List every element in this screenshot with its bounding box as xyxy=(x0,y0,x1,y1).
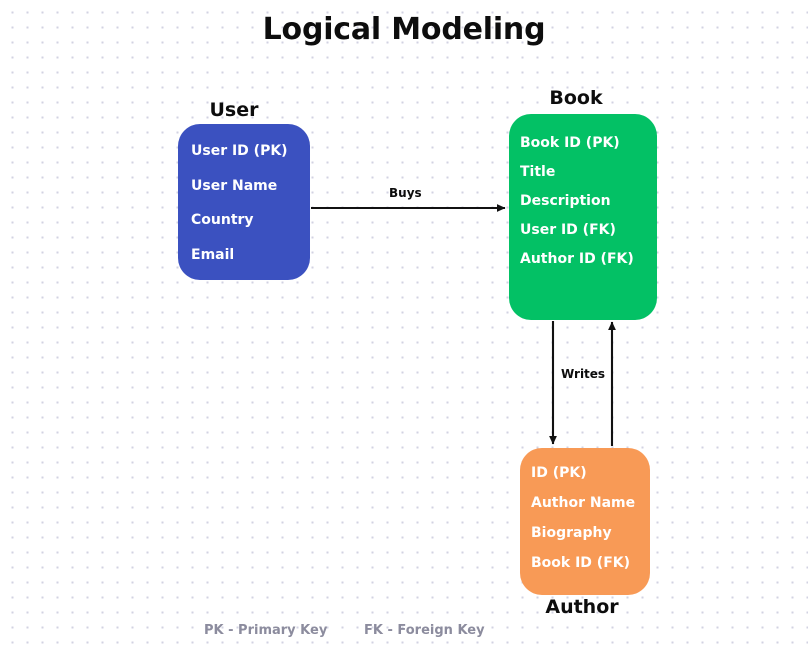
page-title: Logical Modeling xyxy=(262,12,546,47)
field-user-2: Country xyxy=(191,212,254,229)
entity-label-book: Book xyxy=(549,87,603,109)
entity-label-author: Author xyxy=(545,596,619,618)
field-user-3: Email xyxy=(191,246,235,263)
relationship-label-buys: Buys xyxy=(389,186,422,200)
entity-field-list-author: ID (PK) Author Name Biography Book ID (F… xyxy=(520,448,650,595)
entity-field-list-book: Book ID (PK) Title Description User ID (… xyxy=(509,114,657,320)
field-book-3: User ID (FK) xyxy=(520,222,616,238)
field-book-4: Author ID (FK) xyxy=(520,251,634,267)
entity-box-author[interactable]: ID (PK) Author Name Biography Book ID (F… xyxy=(520,448,650,595)
field-author-0: ID (PK) xyxy=(531,465,587,481)
entity-box-user[interactable]: User ID (PK) User Name Country Email xyxy=(178,124,310,280)
field-book-1: Title xyxy=(520,164,556,180)
field-author-2: Biography xyxy=(531,525,612,541)
field-user-0: User ID (PK) xyxy=(191,143,288,159)
entity-box-book[interactable]: Book ID (PK) Title Description User ID (… xyxy=(509,114,657,320)
field-author-3: Book ID (FK) xyxy=(531,555,631,571)
field-book-2: Description xyxy=(520,193,611,209)
legend-foreign-key: FK - Foreign Key xyxy=(364,623,485,638)
legend-primary-key: PK - Primary Key xyxy=(204,623,328,638)
field-user-1: User Name xyxy=(191,177,278,194)
field-book-0: Book ID (PK) xyxy=(520,135,620,151)
entity-label-user: User xyxy=(209,99,259,121)
relationship-label-writes: Writes xyxy=(561,367,606,381)
field-author-1: Author Name xyxy=(531,495,636,511)
entity-field-list-user: User ID (PK) User Name Country Email xyxy=(178,124,310,280)
